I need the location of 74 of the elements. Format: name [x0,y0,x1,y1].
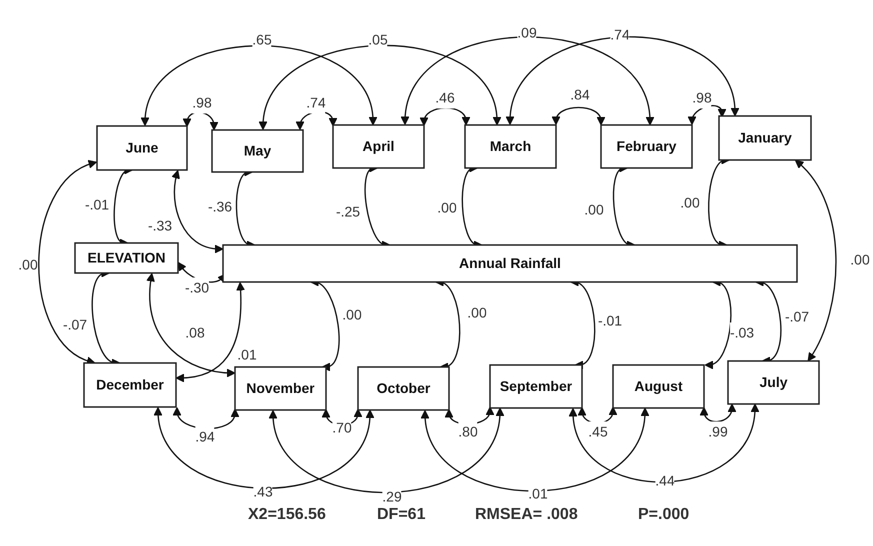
arrow [688,105,726,125]
node-box: January [718,115,812,161]
arrow [700,404,736,422]
fit-statistic: X2=156.56 [248,506,326,524]
node-box: October [357,366,450,411]
edge-label: .00 [342,306,362,322]
edge-label: .00 [467,304,487,320]
edge-label: .08 [185,324,205,340]
edge-label: .98 [692,90,712,106]
arrow [578,406,617,424]
node-box: ELEVATION [74,242,179,274]
node-box: May [211,129,304,173]
arrow [446,406,494,425]
arrow [552,106,604,126]
edge-label: -.36 [208,198,232,214]
edge-label: -.33 [148,218,172,234]
edge-label: .09 [517,24,537,40]
arrow [421,408,649,492]
edge-label: .01 [528,486,548,502]
arrow [172,170,224,253]
node-box: Annual Rainfall [222,244,798,283]
node-box: August [612,364,705,409]
edge-label: .70 [332,420,352,436]
edge-label: .74 [306,94,326,110]
edge-label: .84 [570,86,590,102]
edge-label: .00 [680,194,700,210]
edge-label: .74 [610,26,630,42]
fit-statistic: P=.000 [638,506,690,524]
edge-label: .80 [458,424,478,440]
arrow [420,107,470,126]
node-box: April [332,124,425,169]
edge-label: .01 [237,346,257,362]
edge-label: .44 [655,472,675,488]
node-box: June [96,125,188,171]
arrow [401,36,654,126]
edge-label: .43 [253,484,273,500]
node-box: December [83,362,177,408]
edge-label: .29 [382,488,402,504]
edge-label: -.30 [184,280,210,296]
edge-label: -.07 [62,316,88,332]
edge-label: .94 [195,428,215,444]
arrow [795,160,837,362]
edge-label: .00 [437,200,457,216]
edge-label: -.01 [84,196,110,212]
node-box: September [489,364,583,409]
edge-label: .45 [588,424,608,440]
arrow [38,160,97,364]
edge-label: .05 [368,32,388,48]
arrow [183,112,218,130]
arrow [142,45,377,126]
node-box: November [234,366,327,411]
edge-label: .99 [708,424,728,440]
edge-label: .65 [252,32,272,48]
fit-statistic: DF=61 [377,506,426,524]
edge-label: .00 [584,202,604,218]
arrow [569,404,759,483]
edge-label: .98 [192,94,212,110]
node-box: July [727,360,820,405]
arrow [506,36,739,125]
arrow [296,111,337,130]
edge-label: .46 [435,90,455,106]
edge-label: -.07 [784,308,810,324]
edge-label: .00 [850,252,870,268]
arrow [176,282,245,382]
arrow [260,44,501,130]
arrow [146,272,236,378]
edge-label: -.03 [730,324,754,340]
edge-label: -.25 [336,204,360,220]
arrow [174,407,238,430]
node-box: March [464,124,557,169]
edge-label: .00 [18,256,38,272]
fit-statistic: RMSEA= .008 [475,506,578,524]
node-box: February [600,124,693,169]
edge-label: -.01 [598,312,622,328]
